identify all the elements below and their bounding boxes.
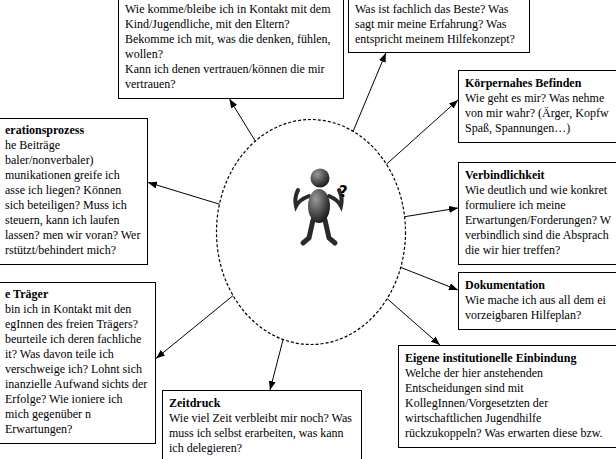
center-ellipse: ? bbox=[215, 118, 407, 346]
box-text: Kann ich denen vertrauen/können die mir … bbox=[125, 62, 337, 92]
box-heading: Körpernahes Befinden bbox=[465, 76, 613, 91]
stick-figure-body bbox=[295, 169, 341, 244]
ellipse-dashed bbox=[217, 120, 406, 345]
box-heading: Verbindlichkeit bbox=[465, 168, 613, 183]
question-box: Was ist fachlich das Beste? Was sagt mir… bbox=[348, 0, 530, 53]
question-box: ZeitdruckWie viel Zeit verbleibt mir noc… bbox=[162, 390, 362, 459]
arrow-connector bbox=[401, 267, 458, 290]
question-box: VerbindlichkeitWie deutlich und wie konk… bbox=[458, 162, 616, 265]
arrow-connector bbox=[405, 208, 458, 217]
arrow-connector bbox=[386, 100, 458, 164]
box-text: Wie viel Zeit verbleibt mir noch? Was mu… bbox=[169, 411, 355, 456]
question-box: Körpernahes BefindenWie geht es mir? Was… bbox=[458, 70, 616, 143]
question-box: e Trägerbin ich in Kontakt mit den egInn… bbox=[0, 282, 156, 444]
question-mark: ? bbox=[339, 184, 348, 200]
question-box: DokumentationWie mache ich aus all dem e… bbox=[458, 272, 616, 330]
box-heading: Zeitdruck bbox=[169, 396, 355, 411]
arrow-connector bbox=[156, 296, 233, 359]
box-heading: Dokumentation bbox=[465, 278, 613, 293]
arrow-connector bbox=[387, 299, 440, 345]
arrow-connector bbox=[148, 182, 219, 204]
box-heading: e Träger bbox=[5, 287, 149, 302]
ellipse-outline bbox=[215, 118, 407, 346]
arrow-connector bbox=[353, 53, 386, 131]
box-heading: Eigene institutionelle Einbindung bbox=[405, 351, 613, 366]
box-text: Wie mache ich aus all dem ei vorzeigbare… bbox=[465, 293, 613, 323]
box-text: Was ist fachlich das Beste? Was sagt mir… bbox=[355, 2, 523, 47]
box-text: Wie deutlich und wie konkret formuliere … bbox=[465, 183, 613, 258]
arrow-connector bbox=[229, 99, 255, 141]
arrow-connector bbox=[270, 339, 283, 390]
box-text: Wie geht es mir? Was nehme von mir wahr?… bbox=[465, 91, 613, 136]
box-text: Wie komme/bleibe ich in Kontakt mit dem … bbox=[125, 2, 337, 62]
question-box: erationsprozesshe Beiträge baler/nonverb… bbox=[0, 118, 148, 265]
box-text: bin ich in Kontakt mit den egInnen des f… bbox=[5, 302, 149, 437]
box-heading: erationsprozess bbox=[5, 123, 141, 138]
box-text: he Beiträge baler/nonverbaler) munikatio… bbox=[5, 138, 141, 258]
box-text: Welche der hier anstehenden Entscheidung… bbox=[405, 366, 613, 441]
question-box: Wie komme/bleibe ich in Kontakt mit dem … bbox=[118, 0, 344, 99]
question-box: Eigene institutionelle EinbindungWelche … bbox=[398, 345, 616, 448]
